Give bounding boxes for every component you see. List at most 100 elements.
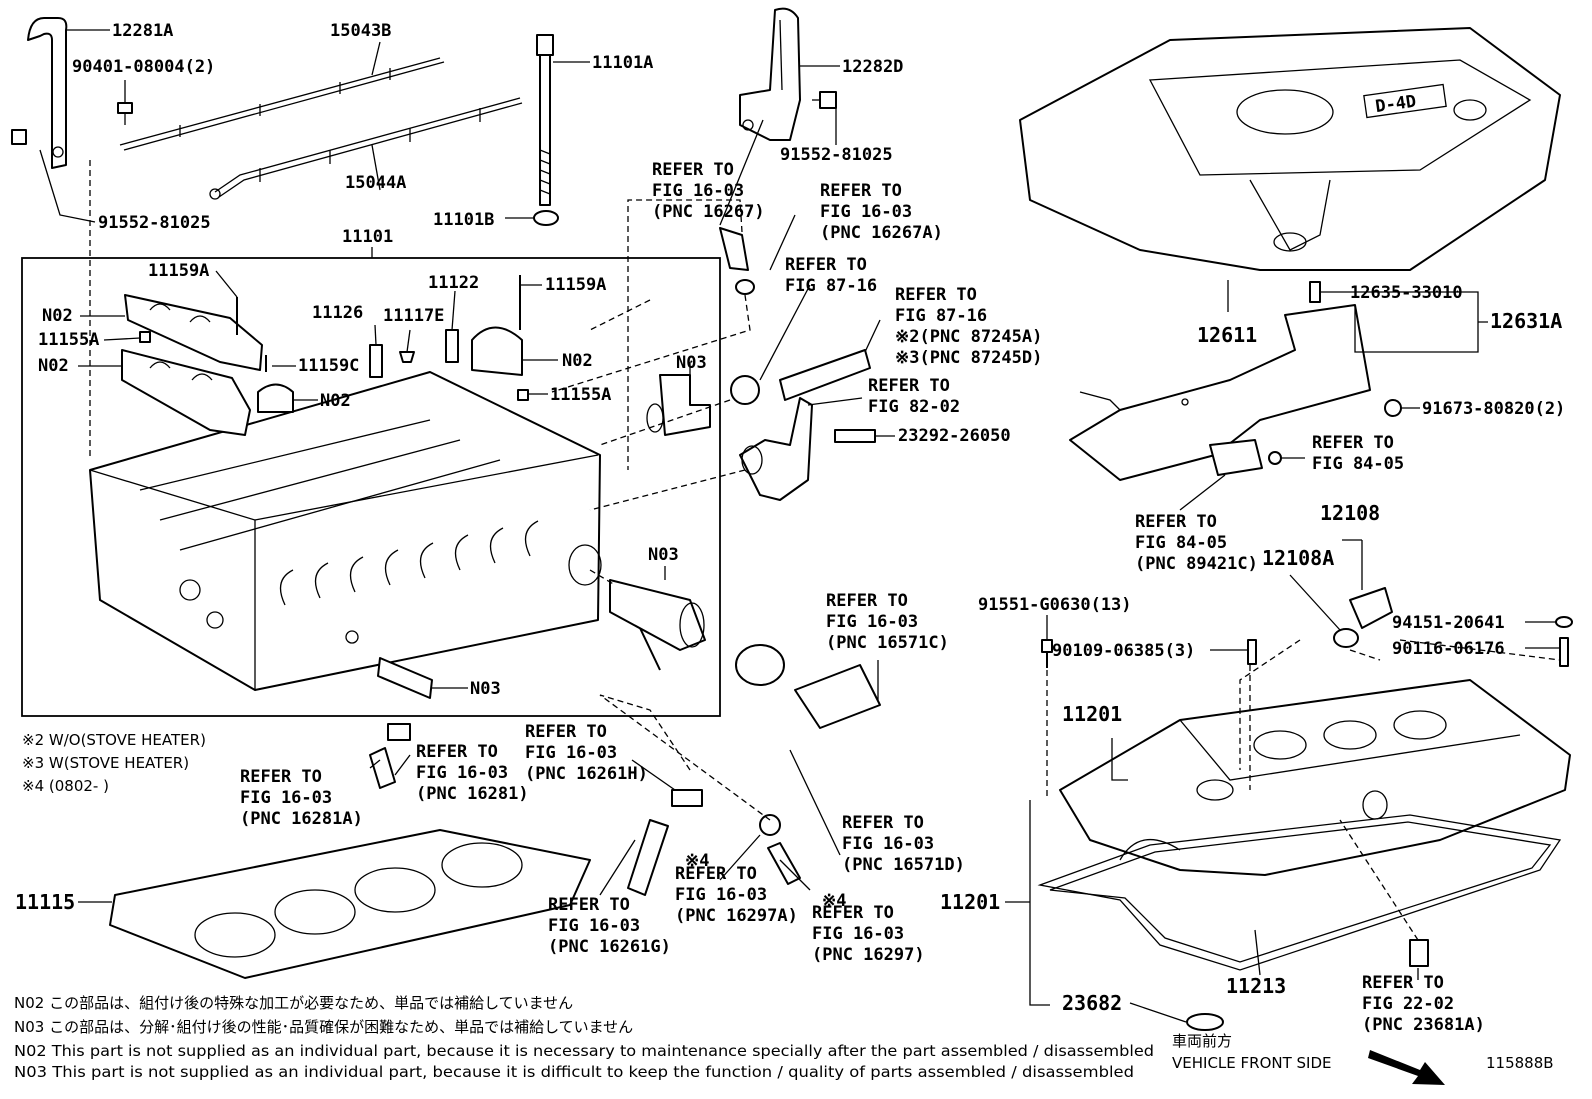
footnote-en-n02: N02 This part is not supplied as an indi…	[14, 1042, 1154, 1060]
callout-11122: 11122	[428, 273, 479, 293]
ref-fig-16-03-pnc-16571d: REFER TO FIG 16-03 (PNC 16571D)	[842, 813, 965, 875]
callout-11155a-left: 11155A	[38, 330, 99, 350]
ref-fig-16-03-pnc-16267a: REFER TO FIG 16-03 (PNC 16267A)	[820, 181, 943, 243]
callout-11101: 11101	[342, 227, 393, 247]
gasket-23682	[1186, 1013, 1224, 1031]
callout-11201-top: 11201	[1062, 702, 1122, 726]
engine-hanger-12281a	[11, 17, 68, 169]
pin-11126	[369, 344, 383, 378]
callout-n02-c: N02	[320, 391, 351, 411]
fitting-16261h	[671, 789, 703, 807]
ref-fig-16-03-pnc-16267: REFER TO FIG 16-03 (PNC 16267)	[652, 160, 765, 222]
svg-text:(PNC 23681A): (PNC 23681A)	[1362, 1015, 1485, 1035]
fitting-16281a	[387, 723, 411, 741]
callout-star4-b: ※4	[822, 891, 846, 911]
dowel-11155a-left	[139, 331, 151, 343]
callout-12108: 12108	[1320, 501, 1380, 525]
svg-text:(PNC 16267): (PNC 16267)	[652, 202, 765, 222]
svg-text:REFER TO: REFER TO	[868, 376, 950, 396]
callout-15044a: 15044A	[345, 173, 406, 193]
bracket-12282d	[739, 7, 801, 141]
svg-text:(PNC 16261H): (PNC 16261H)	[525, 764, 648, 784]
hose-16571	[735, 644, 881, 729]
callout-11117e: 11117E	[383, 306, 444, 326]
svg-text:(PNC 16267A): (PNC 16267A)	[820, 223, 943, 243]
svg-text:FIG 16-03: FIG 16-03	[812, 924, 904, 944]
stud-12635	[1309, 281, 1321, 303]
callout-11115: 11115	[15, 890, 75, 914]
cylinder-head-cover-11201	[1059, 679, 1571, 876]
svg-text:FIG 16-03: FIG 16-03	[842, 834, 934, 854]
head-cover-gasket-11213	[1037, 814, 1562, 971]
svg-text:REFER TO: REFER TO	[525, 722, 607, 742]
bracket-fig-82-02	[739, 397, 813, 501]
svg-text:REFER TO: REFER TO	[416, 742, 498, 762]
condition-notes: ※2 W/O(STOVE HEATER) ※3 W(STOVE HEATER) …	[22, 731, 206, 795]
pin-11122	[445, 329, 459, 363]
callout-11101b: 11101B	[433, 210, 494, 230]
footnote-jp-n02: N02 この部品は、組付け後の特殊な加工が必要なため、単品では補給していません	[14, 994, 573, 1012]
ref-fig-16-03-pnc-16261h: REFER TO FIG 16-03 (PNC 16261H)	[525, 722, 648, 784]
plug-23681a	[1409, 939, 1429, 967]
svg-text:FIG 16-03: FIG 16-03	[652, 181, 744, 201]
svg-text:REFER TO: REFER TO	[548, 895, 630, 915]
svg-text:REFER TO: REFER TO	[895, 285, 977, 305]
water-pipe-n03-large	[609, 579, 706, 671]
dashed-leaders	[89, 160, 1561, 941]
ref-blocks: REFER TO FIG 16-03 (PNC 16267) REFER TO …	[240, 160, 1485, 1035]
wire-harness-15044a	[209, 97, 523, 200]
svg-text:FIG 87-16: FIG 87-16	[895, 306, 987, 326]
water-outlet-n03-top	[646, 374, 711, 436]
callout-n03-b: N03	[648, 545, 679, 565]
bolt-91552-right	[812, 91, 837, 109]
callout-star4-a: ※4	[685, 851, 709, 871]
callout-90109: 90109-06385(3)	[1052, 641, 1195, 661]
condition-note: ※3 W(STOVE HEATER)	[22, 754, 189, 772]
combustion-chambers	[279, 520, 539, 606]
callout-11213: 11213	[1226, 974, 1286, 998]
callout-23292: 23292-26050	[898, 426, 1011, 446]
callout-91552-left: 91552-81025	[98, 213, 211, 233]
svg-text:REFER TO: REFER TO	[240, 767, 322, 787]
callout-11159c: 11159C	[298, 356, 359, 376]
svg-text:(PNC 16261G): (PNC 16261G)	[548, 937, 671, 957]
cylinder-head-group-frame	[21, 257, 721, 717]
ref-fig-84-05: REFER TO FIG 84-05	[1312, 433, 1404, 474]
wire-harness-15043b	[119, 57, 445, 151]
svg-text:FIG 82-02: FIG 82-02	[868, 397, 960, 417]
callout-n03-c: N03	[470, 679, 501, 699]
bolt-90401	[117, 102, 133, 125]
ref-fig-16-03-pnc-16297a: REFER TO FIG 16-03 (PNC 16297A)	[675, 864, 798, 926]
svg-text:(PNC 16297A): (PNC 16297A)	[675, 906, 798, 926]
svg-text:(PNC 16281A): (PNC 16281A)	[240, 809, 363, 829]
svg-text:REFER TO: REFER TO	[826, 591, 908, 611]
svg-text:FIG 22-02: FIG 22-02	[1362, 994, 1454, 1014]
callout-11159a-left: 11159A	[148, 261, 209, 281]
svg-text:FIG 16-03: FIG 16-03	[525, 743, 617, 763]
clamp-16297a	[759, 814, 781, 836]
stud-23292	[834, 429, 876, 443]
bolt-91551	[1041, 639, 1053, 668]
bolt-91673	[1384, 399, 1402, 417]
ref-fig-87-16: REFER TO FIG 87-16	[785, 255, 877, 296]
callout-90116: 90116-06176	[1392, 639, 1505, 659]
footnote-en-n03: N03 This part is not supplied as an indi…	[14, 1063, 1134, 1081]
callout-11101a: 11101A	[592, 53, 653, 73]
cylinder-head-11101	[89, 371, 602, 692]
ref-fig-16-03-pnc-16297: REFER TO FIG 16-03 (PNC 16297)	[812, 903, 925, 965]
svg-text:(PNC 16297): (PNC 16297)	[812, 945, 925, 965]
engine-cover-12611: D-4D	[1019, 27, 1561, 271]
callout-11126: 11126	[312, 303, 363, 323]
footnotes: N02 この部品は、組付け後の特殊な加工が必要なため、単品では補給していません …	[14, 994, 1154, 1081]
ref-fig-16-03-pnc-16571c: REFER TO FIG 16-03 (PNC 16571C)	[826, 591, 949, 653]
clamp-16267a	[735, 279, 755, 295]
callout-12281a: 12281A	[112, 21, 173, 41]
plug-11117e	[399, 351, 415, 363]
callout-91551: 91551-G0630(13)	[978, 595, 1132, 615]
callout-11155a-right: 11155A	[550, 385, 611, 405]
cam-bearing-cap-n02-upper	[124, 294, 263, 371]
footnote-jp-n03: N03 この部品は、分解･組付け後の性能･品質確保が困難なため、単品では補給して…	[14, 1018, 633, 1036]
callout-23682: 23682	[1062, 991, 1122, 1015]
